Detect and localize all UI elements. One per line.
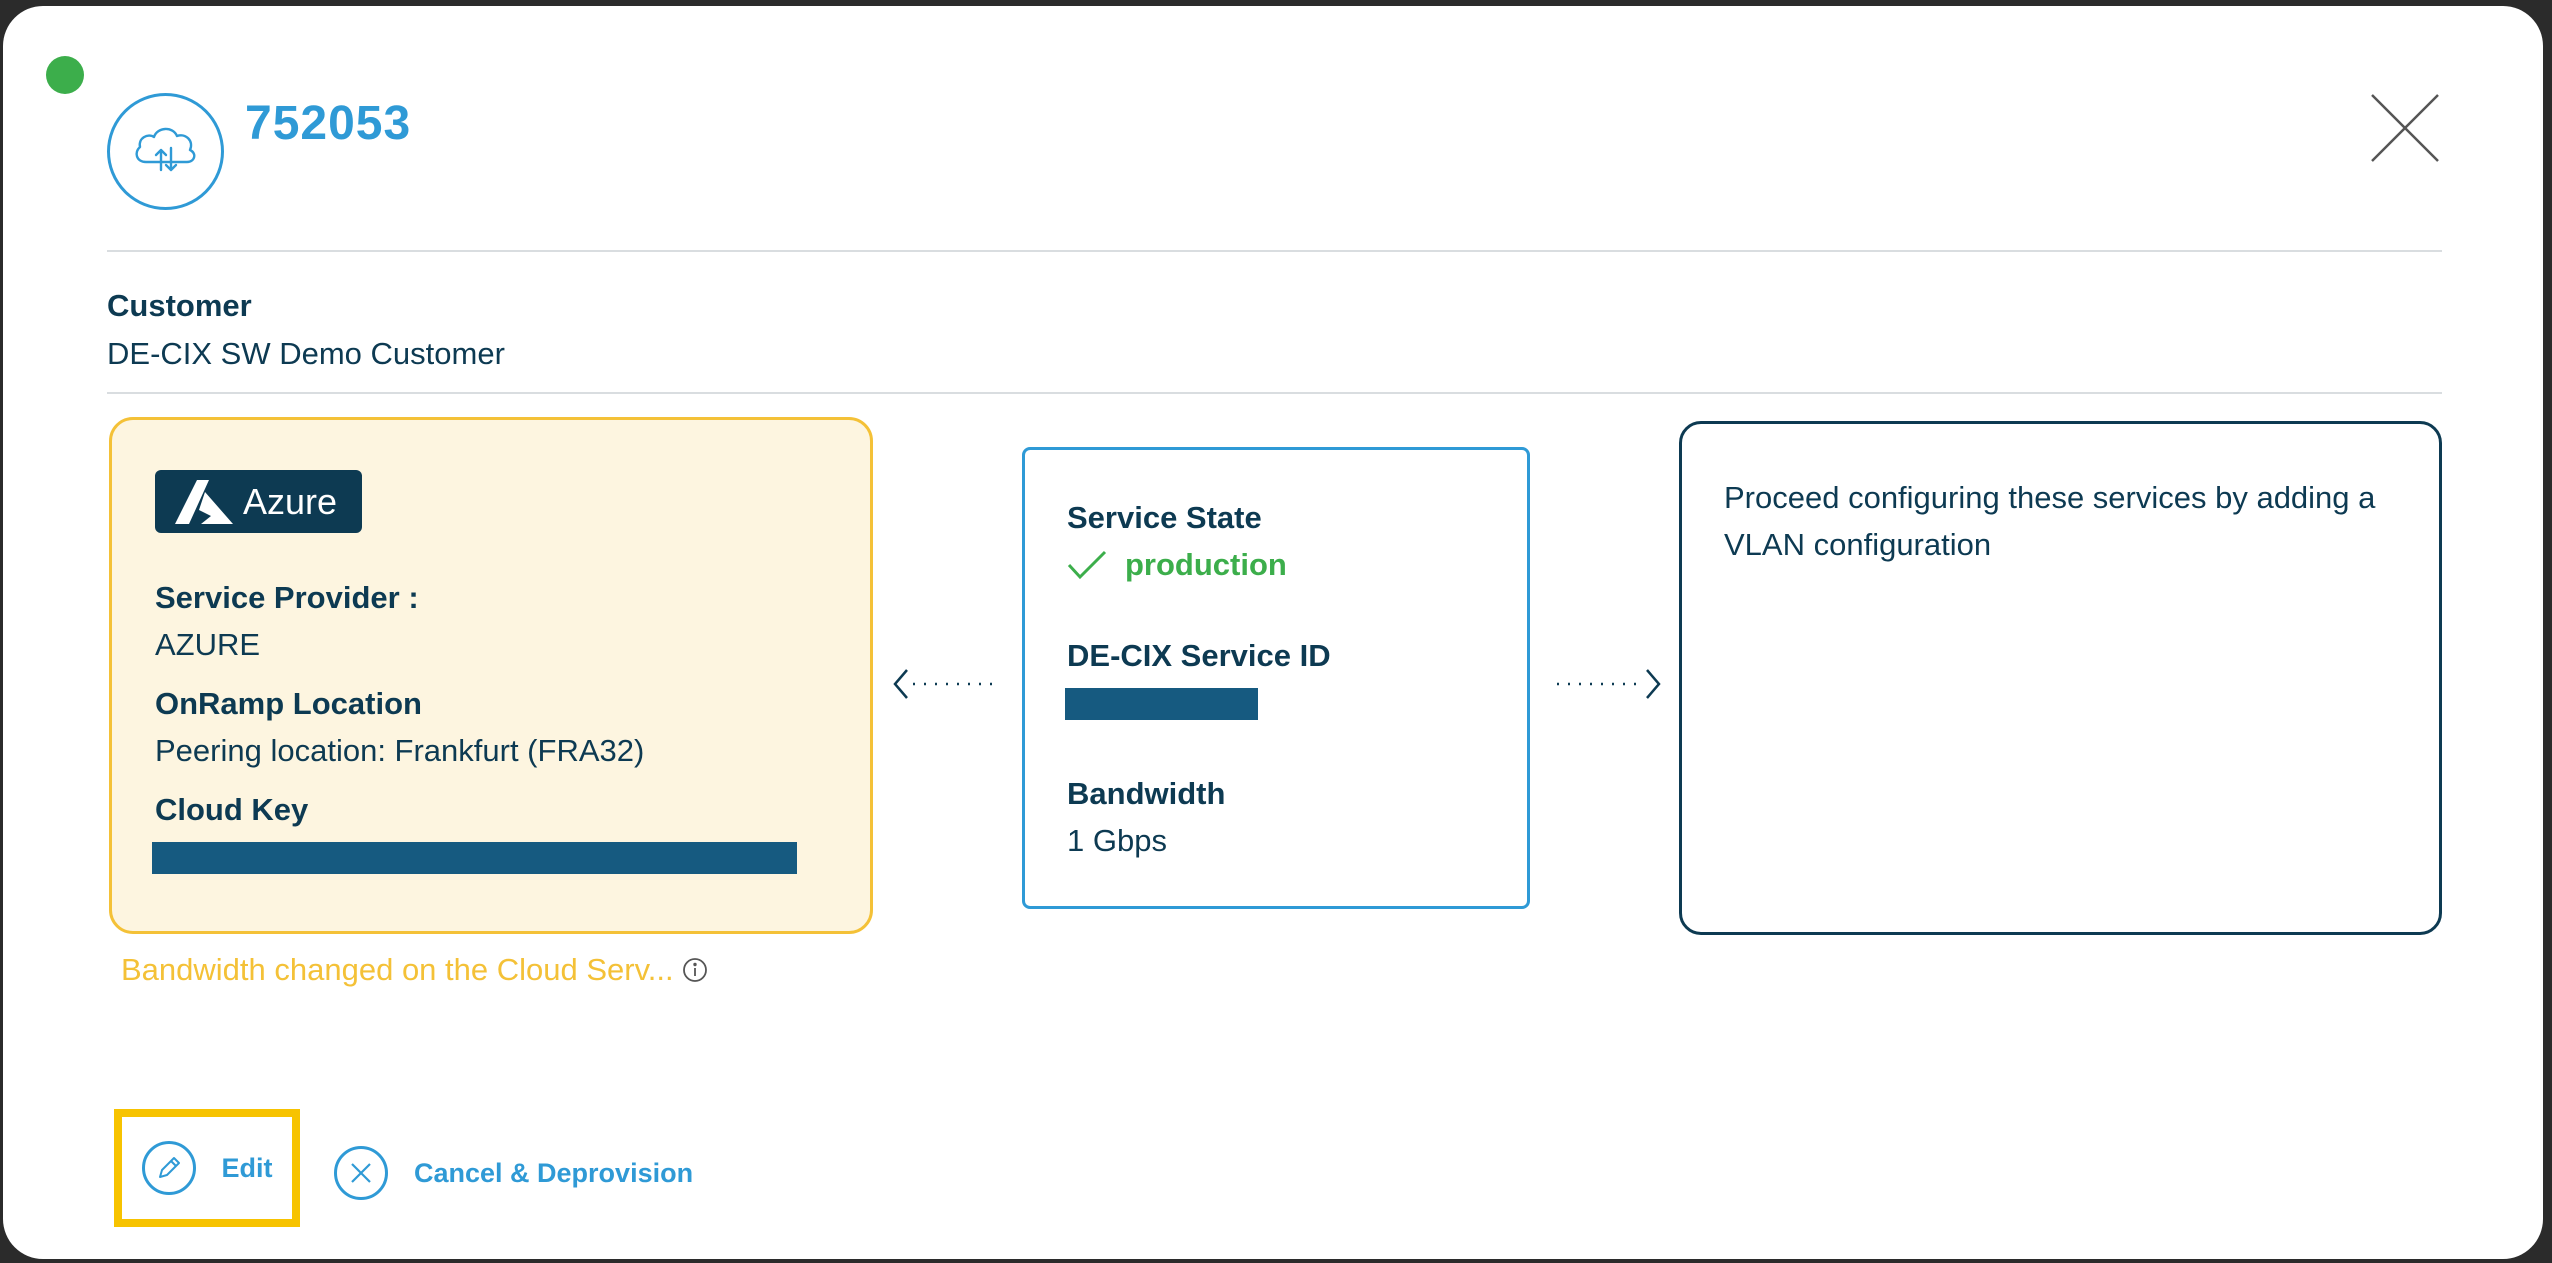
service-id-label: DE-CIX Service ID: [1067, 638, 1331, 673]
bandwidth-value: 1 Gbps: [1067, 823, 1167, 858]
edit-button[interactable]: Edit: [114, 1109, 300, 1227]
service-state-label: Service State: [1067, 500, 1262, 535]
cloud-sync-icon: [107, 93, 224, 210]
cloud-provider-card: Azure Service Provider : AZURE OnRamp Lo…: [109, 417, 873, 934]
cancel-deprovision-label: Cancel & Deprovision: [414, 1157, 694, 1188]
cancel-deprovision-button[interactable]: Cancel & Deprovision: [334, 1146, 693, 1200]
pencil-icon: [158, 1157, 180, 1178]
service-state-value: production: [1125, 547, 1287, 582]
bandwidth-warning-text: Bandwidth changed on the Cloud Serv...: [121, 952, 674, 987]
bandwidth-label: Bandwidth: [1067, 776, 1226, 811]
cloud-key-label: Cloud Key: [155, 792, 309, 827]
customer-value: DE-CIX SW Demo Customer: [107, 336, 505, 371]
status-indicator-dot: [46, 56, 84, 94]
customer-label: Customer: [107, 288, 252, 323]
service-id-title: 752053: [245, 97, 412, 150]
cancel-button-circle: [334, 1146, 388, 1200]
connector-arrow-left-icon: [893, 669, 997, 699]
bandwidth-warning[interactable]: Bandwidth changed on the Cloud Serv...: [121, 952, 708, 988]
info-icon[interactable]: [682, 957, 708, 983]
azure-badge-label: Azure: [243, 480, 338, 522]
onramp-location-value: Peering location: Frankfurt (FRA32): [155, 733, 645, 768]
next-step-card: Proceed configuring these services by ad…: [1679, 421, 2442, 935]
close-icon: [2371, 94, 2439, 162]
check-icon: [1067, 550, 1107, 580]
customer-divider: [107, 392, 2442, 394]
connector-arrow-right-icon: [1557, 669, 1661, 699]
service-info-card: Service State production DE-CIX Service …: [1022, 447, 1530, 909]
service-provider-label: Service Provider :: [155, 580, 419, 615]
service-provider-value: AZURE: [155, 627, 261, 662]
azure-logo-icon: [175, 479, 233, 524]
service-id-redacted-value: [1065, 688, 1258, 720]
close-button[interactable]: [2368, 91, 2442, 165]
cloud-key-redacted-value: [152, 842, 797, 874]
edit-button-circle: [141, 1141, 196, 1195]
x-circle-icon: [351, 1163, 371, 1183]
onramp-location-label: OnRamp Location: [155, 686, 422, 721]
azure-badge: Azure: [155, 470, 362, 533]
service-state-row: production: [1067, 547, 1287, 583]
service-detail-modal: 752053 Customer DE-CIX SW Demo Customer …: [3, 6, 2543, 1259]
next-step-text: Proceed configuring these services by ad…: [1724, 480, 2376, 562]
header-divider: [107, 250, 2442, 252]
edit-button-label: Edit: [221, 1152, 273, 1183]
